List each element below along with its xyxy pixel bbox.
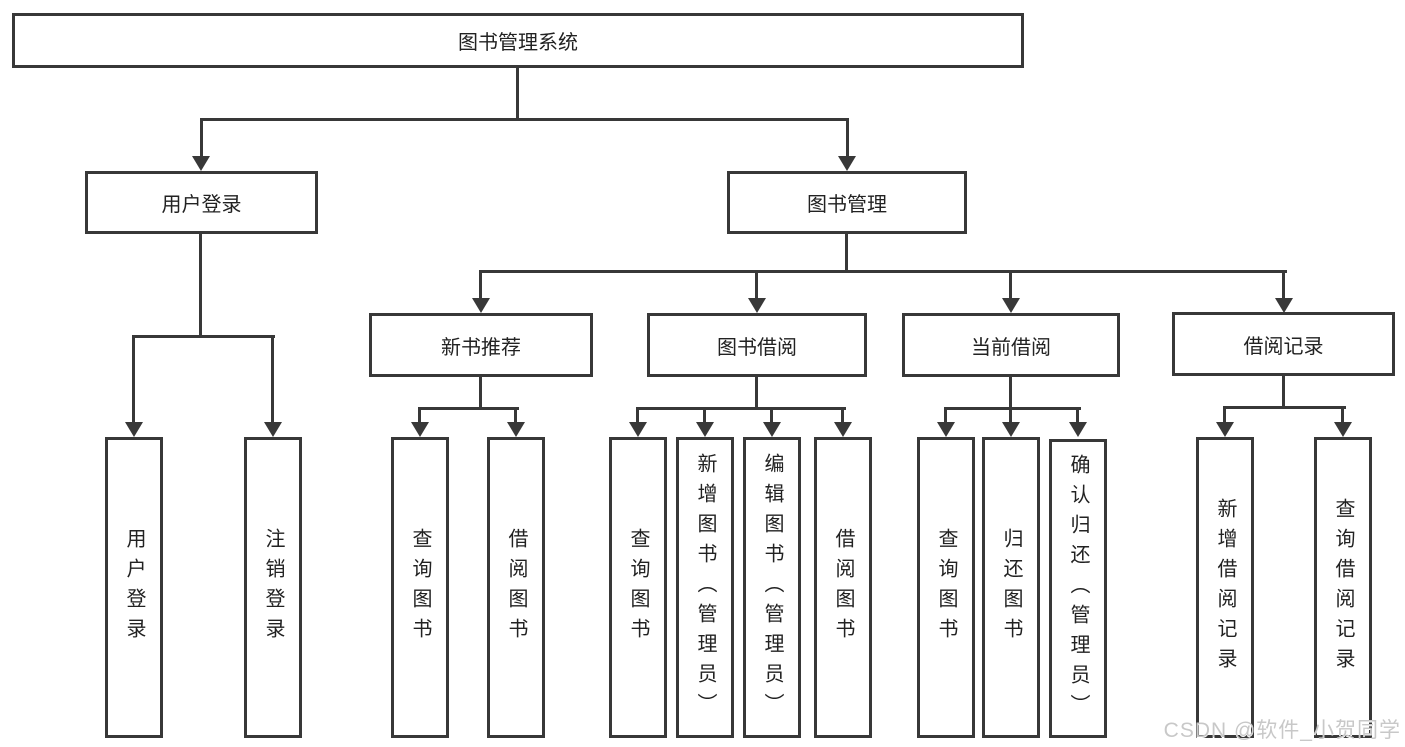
node-current-borrowing: 当前借阅 xyxy=(902,313,1120,377)
connector xyxy=(200,118,203,158)
node-book-management: 图书管理 xyxy=(727,171,967,234)
leaf-user-login-label: 用户登录 xyxy=(123,527,145,648)
connector xyxy=(516,68,519,120)
connector xyxy=(638,407,846,410)
leaf-borrow-books-recommend: 借阅图书 xyxy=(487,437,545,738)
connector xyxy=(479,377,482,410)
connector xyxy=(944,407,947,425)
connector xyxy=(134,335,275,338)
connector xyxy=(1009,270,1012,302)
arrowhead-icon xyxy=(1002,422,1020,437)
connector xyxy=(1225,406,1346,409)
connector xyxy=(1009,407,1012,425)
connector xyxy=(846,118,849,158)
node-book-borrowing-label: 图书借阅 xyxy=(717,336,797,359)
connector xyxy=(514,407,517,425)
connector xyxy=(271,335,274,425)
leaf-logout: 注销登录 xyxy=(244,437,302,738)
node-borrowing-records: 借阅记录 xyxy=(1172,312,1395,376)
csdn-watermark: CSDN @软件_小贺同学 xyxy=(1163,719,1401,742)
arrowhead-icon xyxy=(1069,422,1087,437)
connector xyxy=(946,407,1081,410)
leaf-user-login: 用户登录 xyxy=(105,437,163,738)
connector xyxy=(481,270,1287,273)
node-user-login: 用户登录 xyxy=(85,171,318,234)
leaf-borrow-books-recommend-label: 借阅图书 xyxy=(505,527,527,648)
connector xyxy=(1282,270,1285,302)
leaf-query-borrow-record: 查询借阅记录 xyxy=(1314,437,1372,738)
leaf-edit-book-admin-label: 编辑图书（管理员） xyxy=(761,452,783,723)
arrowhead-icon xyxy=(1275,298,1293,313)
leaf-query-books-borrowing-label: 查询图书 xyxy=(627,527,649,648)
leaf-confirm-return-admin: 确认归还（管理员） xyxy=(1049,439,1107,738)
connector xyxy=(479,270,482,302)
leaf-add-borrow-record-label: 新增借阅记录 xyxy=(1214,497,1236,678)
connector xyxy=(1076,407,1079,425)
arrowhead-icon xyxy=(696,422,714,437)
connector xyxy=(1009,377,1012,410)
leaf-query-books-recommend-label: 查询图书 xyxy=(409,527,431,648)
arrowhead-icon xyxy=(472,298,490,313)
node-new-book-recommend: 新书推荐 xyxy=(369,313,593,377)
connector xyxy=(132,335,135,425)
leaf-add-book-admin-label: 新增图书（管理员） xyxy=(694,452,716,723)
connector xyxy=(1223,406,1226,425)
node-book-borrowing: 图书借阅 xyxy=(647,313,867,377)
arrowhead-icon xyxy=(264,422,282,437)
node-root: 图书管理系统 xyxy=(12,13,1024,68)
connector xyxy=(636,407,639,425)
connector xyxy=(755,377,758,410)
leaf-query-books-current-label: 查询图书 xyxy=(935,527,957,648)
connector xyxy=(841,407,844,425)
arrowhead-icon xyxy=(1002,298,1020,313)
connector xyxy=(755,270,758,302)
node-user-login-label: 用户登录 xyxy=(161,194,242,216)
connector xyxy=(199,234,202,338)
node-new-book-recommend-label: 新书推荐 xyxy=(441,336,521,359)
connector xyxy=(770,407,773,425)
leaf-query-books-borrowing: 查询图书 xyxy=(609,437,667,738)
leaf-borrow-books-label: 借阅图书 xyxy=(832,527,854,648)
arrowhead-icon xyxy=(838,156,856,171)
leaf-query-books-current: 查询图书 xyxy=(917,437,975,738)
node-borrowing-records-label: 借阅记录 xyxy=(1243,335,1324,358)
connector xyxy=(418,407,421,425)
leaf-edit-book-admin: 编辑图书（管理员） xyxy=(743,437,801,738)
arrowhead-icon xyxy=(834,422,852,437)
arrowhead-icon xyxy=(937,422,955,437)
leaf-add-borrow-record: 新增借阅记录 xyxy=(1196,437,1254,738)
leaf-return-book-label: 归还图书 xyxy=(1000,527,1022,648)
arrowhead-icon xyxy=(763,422,781,437)
arrowhead-icon xyxy=(1216,422,1234,437)
arrowhead-icon xyxy=(411,422,429,437)
arrowhead-icon xyxy=(629,422,647,437)
leaf-confirm-return-admin-label: 确认归还（管理员） xyxy=(1067,453,1089,724)
leaf-query-books-recommend: 查询图书 xyxy=(391,437,449,738)
arrowhead-icon xyxy=(507,422,525,437)
leaf-add-book-admin: 新增图书（管理员） xyxy=(676,437,734,738)
connector xyxy=(1282,376,1285,409)
connector xyxy=(845,234,848,273)
leaf-borrow-books: 借阅图书 xyxy=(814,437,872,738)
node-current-borrowing-label: 当前借阅 xyxy=(971,336,1051,359)
node-book-management-label: 图书管理 xyxy=(807,194,887,216)
connector xyxy=(201,118,849,121)
arrowhead-icon xyxy=(125,422,143,437)
leaf-logout-label: 注销登录 xyxy=(262,527,284,648)
arrowhead-icon xyxy=(192,156,210,171)
arrowhead-icon xyxy=(748,298,766,313)
connector xyxy=(703,407,706,425)
connector xyxy=(1341,406,1344,425)
arrowhead-icon xyxy=(1334,422,1352,437)
leaf-return-book: 归还图书 xyxy=(982,437,1040,738)
node-root-label: 图书管理系统 xyxy=(458,32,578,54)
connector xyxy=(420,407,519,410)
leaf-query-borrow-record-label: 查询借阅记录 xyxy=(1332,497,1354,678)
